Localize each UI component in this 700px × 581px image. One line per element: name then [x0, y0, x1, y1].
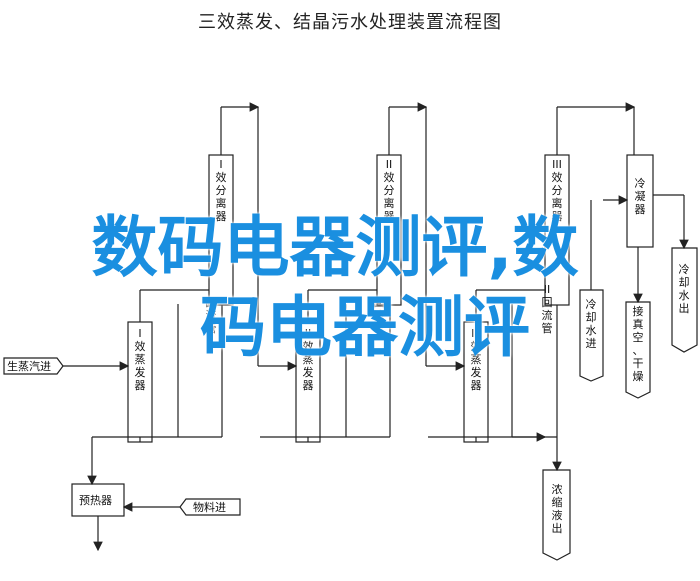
label-dryer: 接真空、干燥	[633, 305, 644, 383]
material-input-label: 物料进	[193, 500, 226, 514]
label-ret2: 回流管	[374, 296, 385, 335]
separator-3	[544, 154, 570, 306]
steam-input-tag	[3, 357, 64, 375]
cooling-water-out	[671, 247, 698, 353]
diagram-title: 三效蒸发、结晶污水处理装置流程图	[198, 12, 502, 33]
label-condenser: 冷凝器	[635, 177, 646, 216]
label-cooling-water-out: 冷却水出	[679, 263, 690, 315]
evaporator-1	[127, 321, 153, 443]
cooling-water-in	[579, 289, 604, 382]
concentrate-out	[542, 469, 571, 561]
evaporator-3	[463, 321, 489, 443]
label-cooling-water-in: 冷却水进	[586, 298, 597, 350]
steam-input-label: 生蒸汽进	[7, 359, 51, 373]
material-input-tag	[179, 498, 241, 516]
condenser	[626, 154, 654, 248]
vacuum-dryer	[625, 301, 651, 399]
preheater-label: 预热器	[79, 494, 112, 507]
label-ret1: 回流管	[206, 296, 217, 335]
label-concentrate: 浓缩液出	[552, 483, 563, 535]
